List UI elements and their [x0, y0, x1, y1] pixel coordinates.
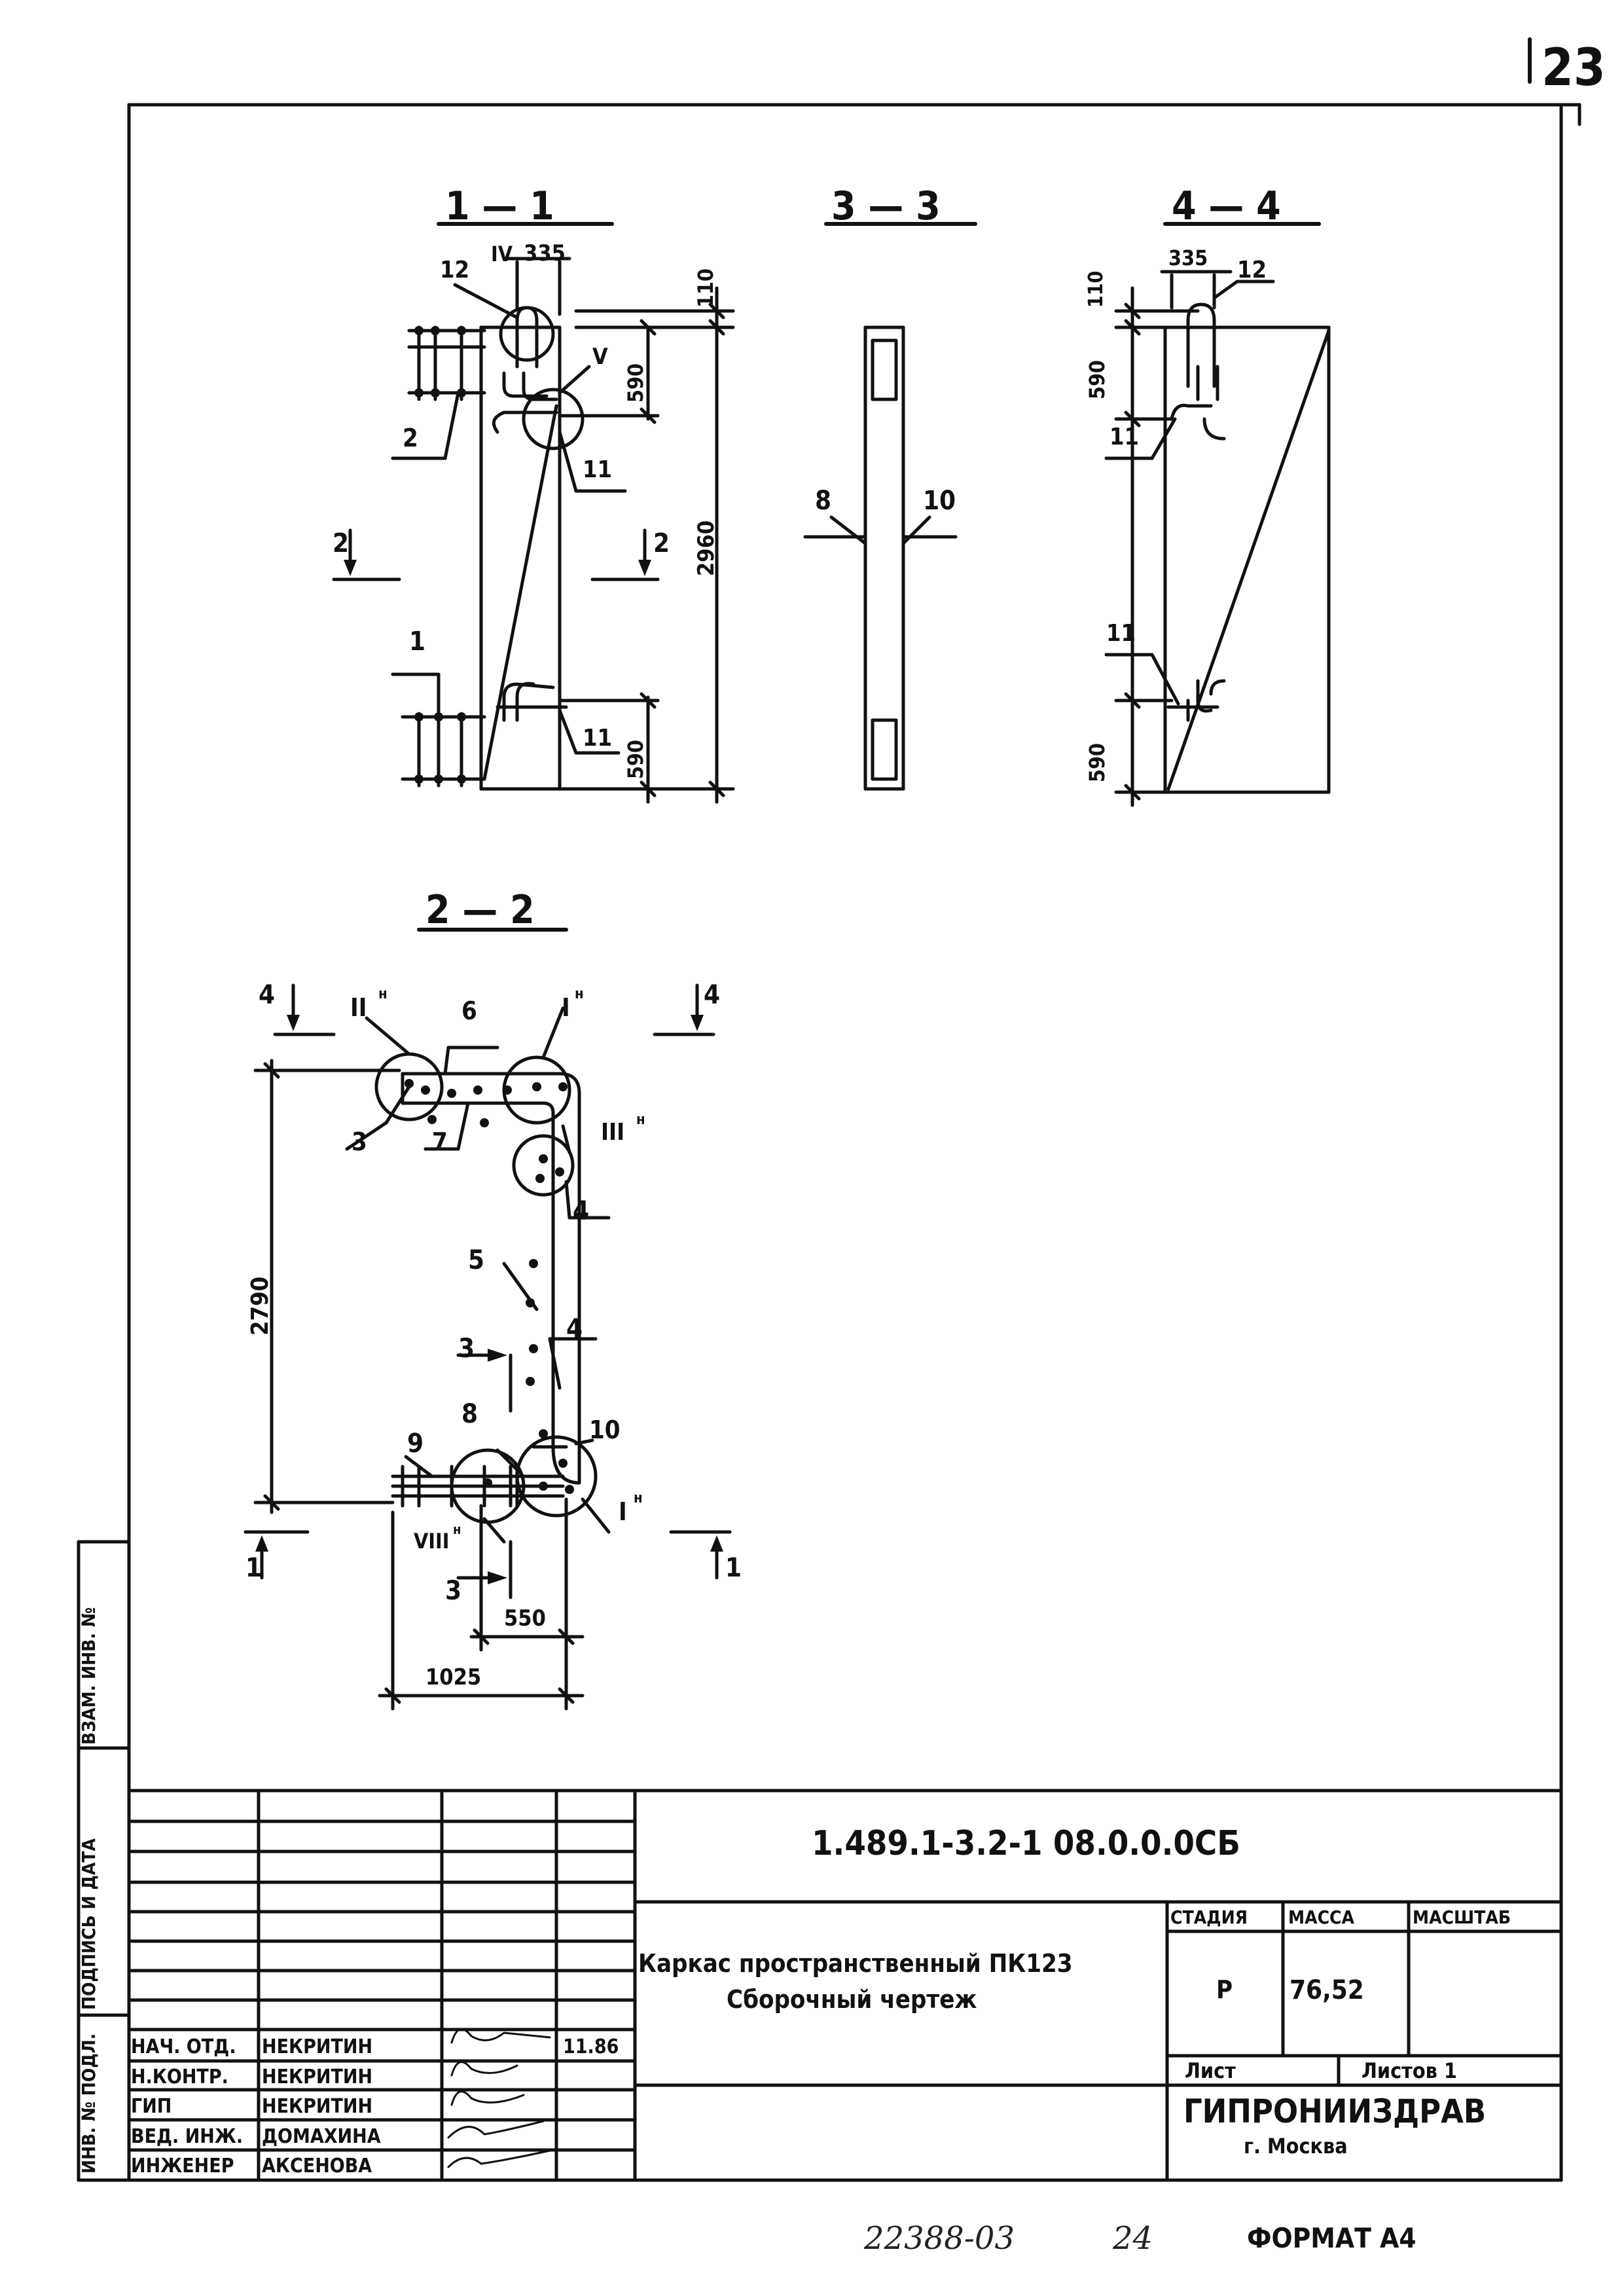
- sig-name-3: НЕКРИТИН: [262, 2095, 373, 2118]
- signature-scribbles: [447, 2028, 551, 2168]
- cut-label-1-left: 1: [245, 1553, 262, 1583]
- position-label-11-bottom-4-4: 11: [1106, 620, 1136, 647]
- dimension-335-4-4: 335: [1168, 246, 1208, 270]
- position-label-11-top-4-4: 11: [1110, 424, 1140, 450]
- node-label-III: III: [601, 1119, 625, 1146]
- dimension-590-bottom-4-4: 590: [1085, 742, 1110, 782]
- sig-name-4: ДОМАХИНА: [262, 2125, 381, 2148]
- node-sup-I-top: н: [575, 986, 584, 1002]
- position-label-5: 5: [468, 1245, 485, 1275]
- dimension-1025: 1025: [425, 1664, 482, 1690]
- position-label-11-bottom: 11: [583, 725, 613, 752]
- view-1-1-drawing: [332, 222, 735, 804]
- stage-header: СТАДИЯ: [1170, 1906, 1248, 1928]
- cut-label-4-left: 4: [259, 980, 276, 1010]
- stage-value: Р: [1216, 1975, 1233, 2004]
- view-2-2-title: 2 — 2: [425, 887, 535, 933]
- sig-role-4: ВЕД. ИНЖ.: [131, 2125, 244, 2148]
- cut-label-3-top: 3: [458, 1334, 475, 1364]
- node-label-IV: IV: [491, 242, 513, 266]
- stamp-inv-vzam: ВЗАМ. ИНВ. №: [78, 1607, 99, 1745]
- binding-stamp: [77, 1540, 131, 2182]
- sig-role-5: ИНЖЕНЕР: [131, 2155, 234, 2178]
- view-1-1-title: 1 — 1: [445, 183, 554, 229]
- position-label-6: 6: [461, 996, 477, 1025]
- position-label-3: 3: [352, 1127, 367, 1156]
- stamp-inv-orig: ИНВ. № ПОДЛ.: [78, 2033, 99, 2174]
- node-sup-III: н: [636, 1112, 645, 1128]
- document-code: 1.489.1-3.2-1 08.0.0.0СБ: [812, 1824, 1240, 1863]
- position-label-10-2-2: 10: [589, 1415, 621, 1444]
- dimension-110: 110: [693, 268, 718, 308]
- rebar-dots-1-1: [344, 326, 651, 784]
- cut-label-1-right: 1: [725, 1553, 742, 1583]
- dimension-2960: 2960: [693, 520, 719, 576]
- page-number: 23: [1542, 39, 1606, 98]
- sheet-format: ФОРМАТ А4: [1247, 2222, 1416, 2254]
- position-label-11-top: 11: [583, 456, 613, 483]
- node-sup-II: н: [378, 986, 388, 1002]
- cut-label-2-left: 2: [333, 528, 350, 558]
- sig-name-1: НЕКРИТИН: [262, 2035, 373, 2058]
- sig-name-2: НЕКРИТИН: [262, 2066, 373, 2088]
- position-label-12: 12: [440, 257, 470, 283]
- sheet-label: Лист: [1185, 2058, 1236, 2083]
- node-sup-I-bottom: н: [634, 1490, 643, 1506]
- mass-value: 76,52: [1290, 1975, 1364, 2005]
- sig-role-3: ГИП: [131, 2095, 172, 2118]
- position-label-4-top: 4: [573, 1196, 590, 1226]
- node-label-I-bottom: I: [619, 1497, 627, 1526]
- cut-label-3-bottom: 3: [445, 1576, 462, 1606]
- view-3-3-drawing: [803, 222, 977, 791]
- node-label-II: II: [350, 993, 367, 1022]
- position-label-12-4-4: 12: [1237, 257, 1267, 283]
- organization-city: г. Москва: [1244, 2134, 1348, 2159]
- sheets-count-label: Листов 1: [1362, 2058, 1457, 2083]
- cut-label-4-right: 4: [704, 980, 721, 1010]
- order-number: 22388-03: [864, 2220, 1015, 2257]
- dimension-590-bottom: 590: [623, 739, 648, 779]
- sig-name-5: АКСЕНОВА: [262, 2155, 372, 2178]
- view-2-2-drawing: [244, 928, 732, 1711]
- position-label-4-mid: 4: [566, 1314, 583, 1344]
- stamp-sign-date: ПОДПИСЬ И ДАТА: [78, 1838, 99, 2010]
- position-label-8-2-2: 8: [461, 1399, 478, 1429]
- node-label-VIII: VIII: [414, 1529, 450, 1554]
- scale-header: МАСШТАБ: [1413, 1906, 1511, 1928]
- dimension-550: 550: [504, 1605, 546, 1631]
- dimension-335: 335: [524, 240, 566, 266]
- view-4-4-drawing: [1104, 222, 1331, 807]
- position-label-9: 9: [407, 1429, 424, 1459]
- mass-header: МАССА: [1288, 1906, 1355, 1928]
- position-label-10: 10: [923, 486, 956, 516]
- sig-role-2: Н.КОНТР.: [131, 2066, 228, 2088]
- sheet-frame: [127, 37, 1581, 2182]
- drawing-name-line2: Сборочный чертеж: [727, 1985, 977, 2014]
- rebar-dots-2-2: [255, 1015, 723, 1584]
- cut-label-2-right: 2: [653, 528, 670, 558]
- position-label-7: 7: [432, 1127, 448, 1156]
- position-label-1: 1: [409, 627, 426, 657]
- position-label-8: 8: [815, 486, 832, 516]
- dimension-2790: 2790: [247, 1276, 274, 1336]
- node-sup-VIII: н: [453, 1522, 461, 1537]
- view-3-3-title: 3 — 3: [831, 183, 941, 229]
- dimension-590-top-4-4: 590: [1085, 359, 1110, 399]
- drawing-name-line1: Каркас пространственный ПК123: [638, 1949, 1073, 1978]
- organization-name: ГИПРОНИИЗДРАВ: [1183, 2092, 1487, 2130]
- dimension-110-4-4: 110: [1085, 270, 1108, 308]
- view-4-4-title: 4 — 4: [1172, 183, 1281, 229]
- dimension-590-top: 590: [623, 363, 648, 403]
- node-label-I-top: I: [562, 993, 570, 1022]
- node-label-V: V: [592, 344, 608, 370]
- sig-role-1: НАЧ. ОТД.: [131, 2035, 236, 2058]
- sig-date-1: 11.86: [563, 2035, 619, 2058]
- title-block: [127, 1789, 1563, 2182]
- copy-number: 24: [1113, 2220, 1153, 2257]
- position-label-2: 2: [403, 424, 418, 452]
